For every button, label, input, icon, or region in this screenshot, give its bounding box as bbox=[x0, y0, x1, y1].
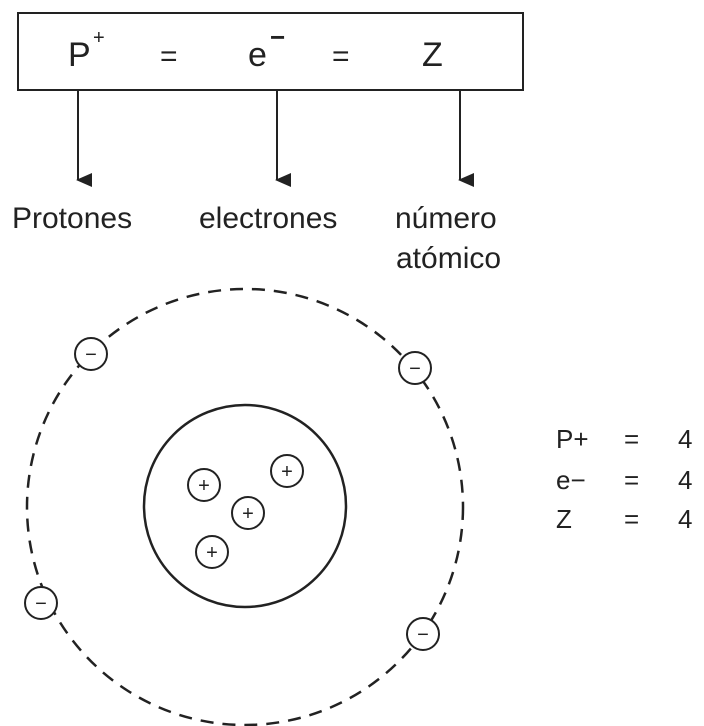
proton-sign: + bbox=[198, 475, 210, 497]
proton: + bbox=[187, 468, 221, 502]
formula-equals-1: = bbox=[160, 40, 178, 73]
formula-frame bbox=[17, 12, 524, 91]
formula-electron-sup: − bbox=[270, 22, 285, 52]
electron-sign: − bbox=[85, 344, 97, 366]
summary-row-electrons: e− = 4 bbox=[556, 465, 692, 495]
formula-atomic-symbol: Z bbox=[422, 36, 443, 74]
electron-sign: − bbox=[417, 624, 429, 646]
summary-value: 4 bbox=[678, 504, 692, 534]
atom: + + + + − − − − bbox=[24, 287, 465, 726]
summary-value: 4 bbox=[678, 424, 692, 454]
summary-symbol: Z bbox=[556, 504, 572, 534]
summary-row-atomic-number: Z = 4 bbox=[556, 504, 692, 534]
summary-table: P+ = 4 e− = 4 Z = 4 bbox=[556, 424, 692, 534]
summary-equals: = bbox=[624, 465, 639, 495]
proton-sign: + bbox=[206, 542, 218, 564]
proton: + bbox=[270, 454, 304, 488]
label-protons: Protones bbox=[12, 202, 132, 235]
electron-sign: − bbox=[35, 593, 47, 615]
electron-orbit bbox=[25, 287, 465, 726]
formula-proton-symbol: P bbox=[68, 36, 91, 74]
proton-sign: + bbox=[242, 503, 254, 525]
electron: − bbox=[398, 351, 432, 385]
formula-box: P + = e − = Z bbox=[17, 12, 524, 91]
summary-symbol: e− bbox=[556, 465, 586, 495]
electron: − bbox=[406, 617, 440, 651]
formula-equals-2: = bbox=[332, 40, 350, 73]
electron-sign: − bbox=[409, 358, 421, 380]
label-atomic-number-line1: número bbox=[395, 202, 497, 235]
label-atomic-number-line2: atómico bbox=[396, 242, 501, 275]
summary-symbol: P+ bbox=[556, 424, 589, 454]
formula-electron-symbol: e bbox=[248, 36, 267, 74]
electron: − bbox=[24, 586, 58, 620]
nucleus bbox=[142, 403, 348, 609]
arrows bbox=[76, 90, 474, 187]
formula-proton-sup: + bbox=[93, 27, 105, 49]
proton: + bbox=[195, 535, 229, 569]
summary-equals: = bbox=[624, 504, 639, 534]
proton-sign: + bbox=[281, 461, 293, 483]
proton: + bbox=[231, 496, 265, 530]
labels: Protones electrones número atómico bbox=[12, 202, 501, 275]
summary-row-protons: P+ = 4 bbox=[556, 424, 692, 454]
label-electrons: electrones bbox=[199, 202, 337, 235]
electron: − bbox=[74, 337, 108, 371]
summary-value: 4 bbox=[678, 465, 692, 495]
summary-equals: = bbox=[624, 424, 639, 454]
